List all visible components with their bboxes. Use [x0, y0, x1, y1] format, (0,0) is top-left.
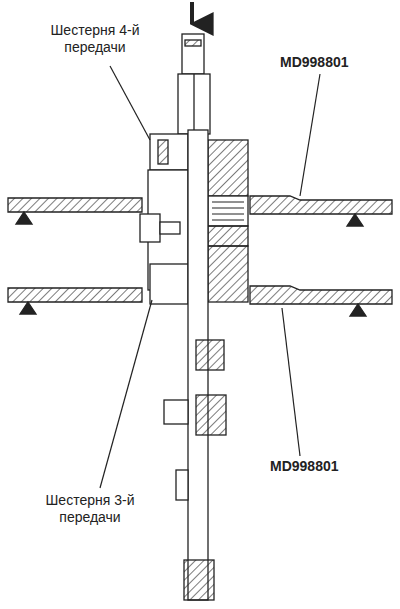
leader-line — [100, 300, 152, 488]
leader-line — [282, 308, 300, 456]
press-arrow — [190, 2, 194, 24]
gear-1 — [164, 400, 188, 424]
support-plate — [8, 288, 142, 302]
gear-4 — [150, 134, 188, 170]
support-point — [20, 302, 36, 314]
leader-line — [300, 74, 320, 196]
shaft — [178, 74, 210, 134]
support-point — [16, 212, 32, 224]
tool-number: MD998801 — [280, 54, 390, 71]
shaft-spline — [184, 560, 214, 600]
gear-2 — [196, 340, 224, 370]
support-plate — [250, 196, 392, 214]
tool-number: MD998801 — [270, 458, 380, 475]
support-point — [347, 214, 363, 226]
support-plate — [8, 198, 142, 212]
support-plate — [250, 286, 392, 304]
part-label: Шестерня 4-й передачи — [40, 22, 150, 56]
gear-3 — [150, 264, 188, 304]
support-point — [350, 304, 366, 316]
bearing-sleeve — [208, 140, 248, 196]
part-label: Шестерня 3-й передачи — [35, 492, 145, 526]
leader-line — [110, 66, 150, 140]
shaft-end — [182, 34, 204, 74]
